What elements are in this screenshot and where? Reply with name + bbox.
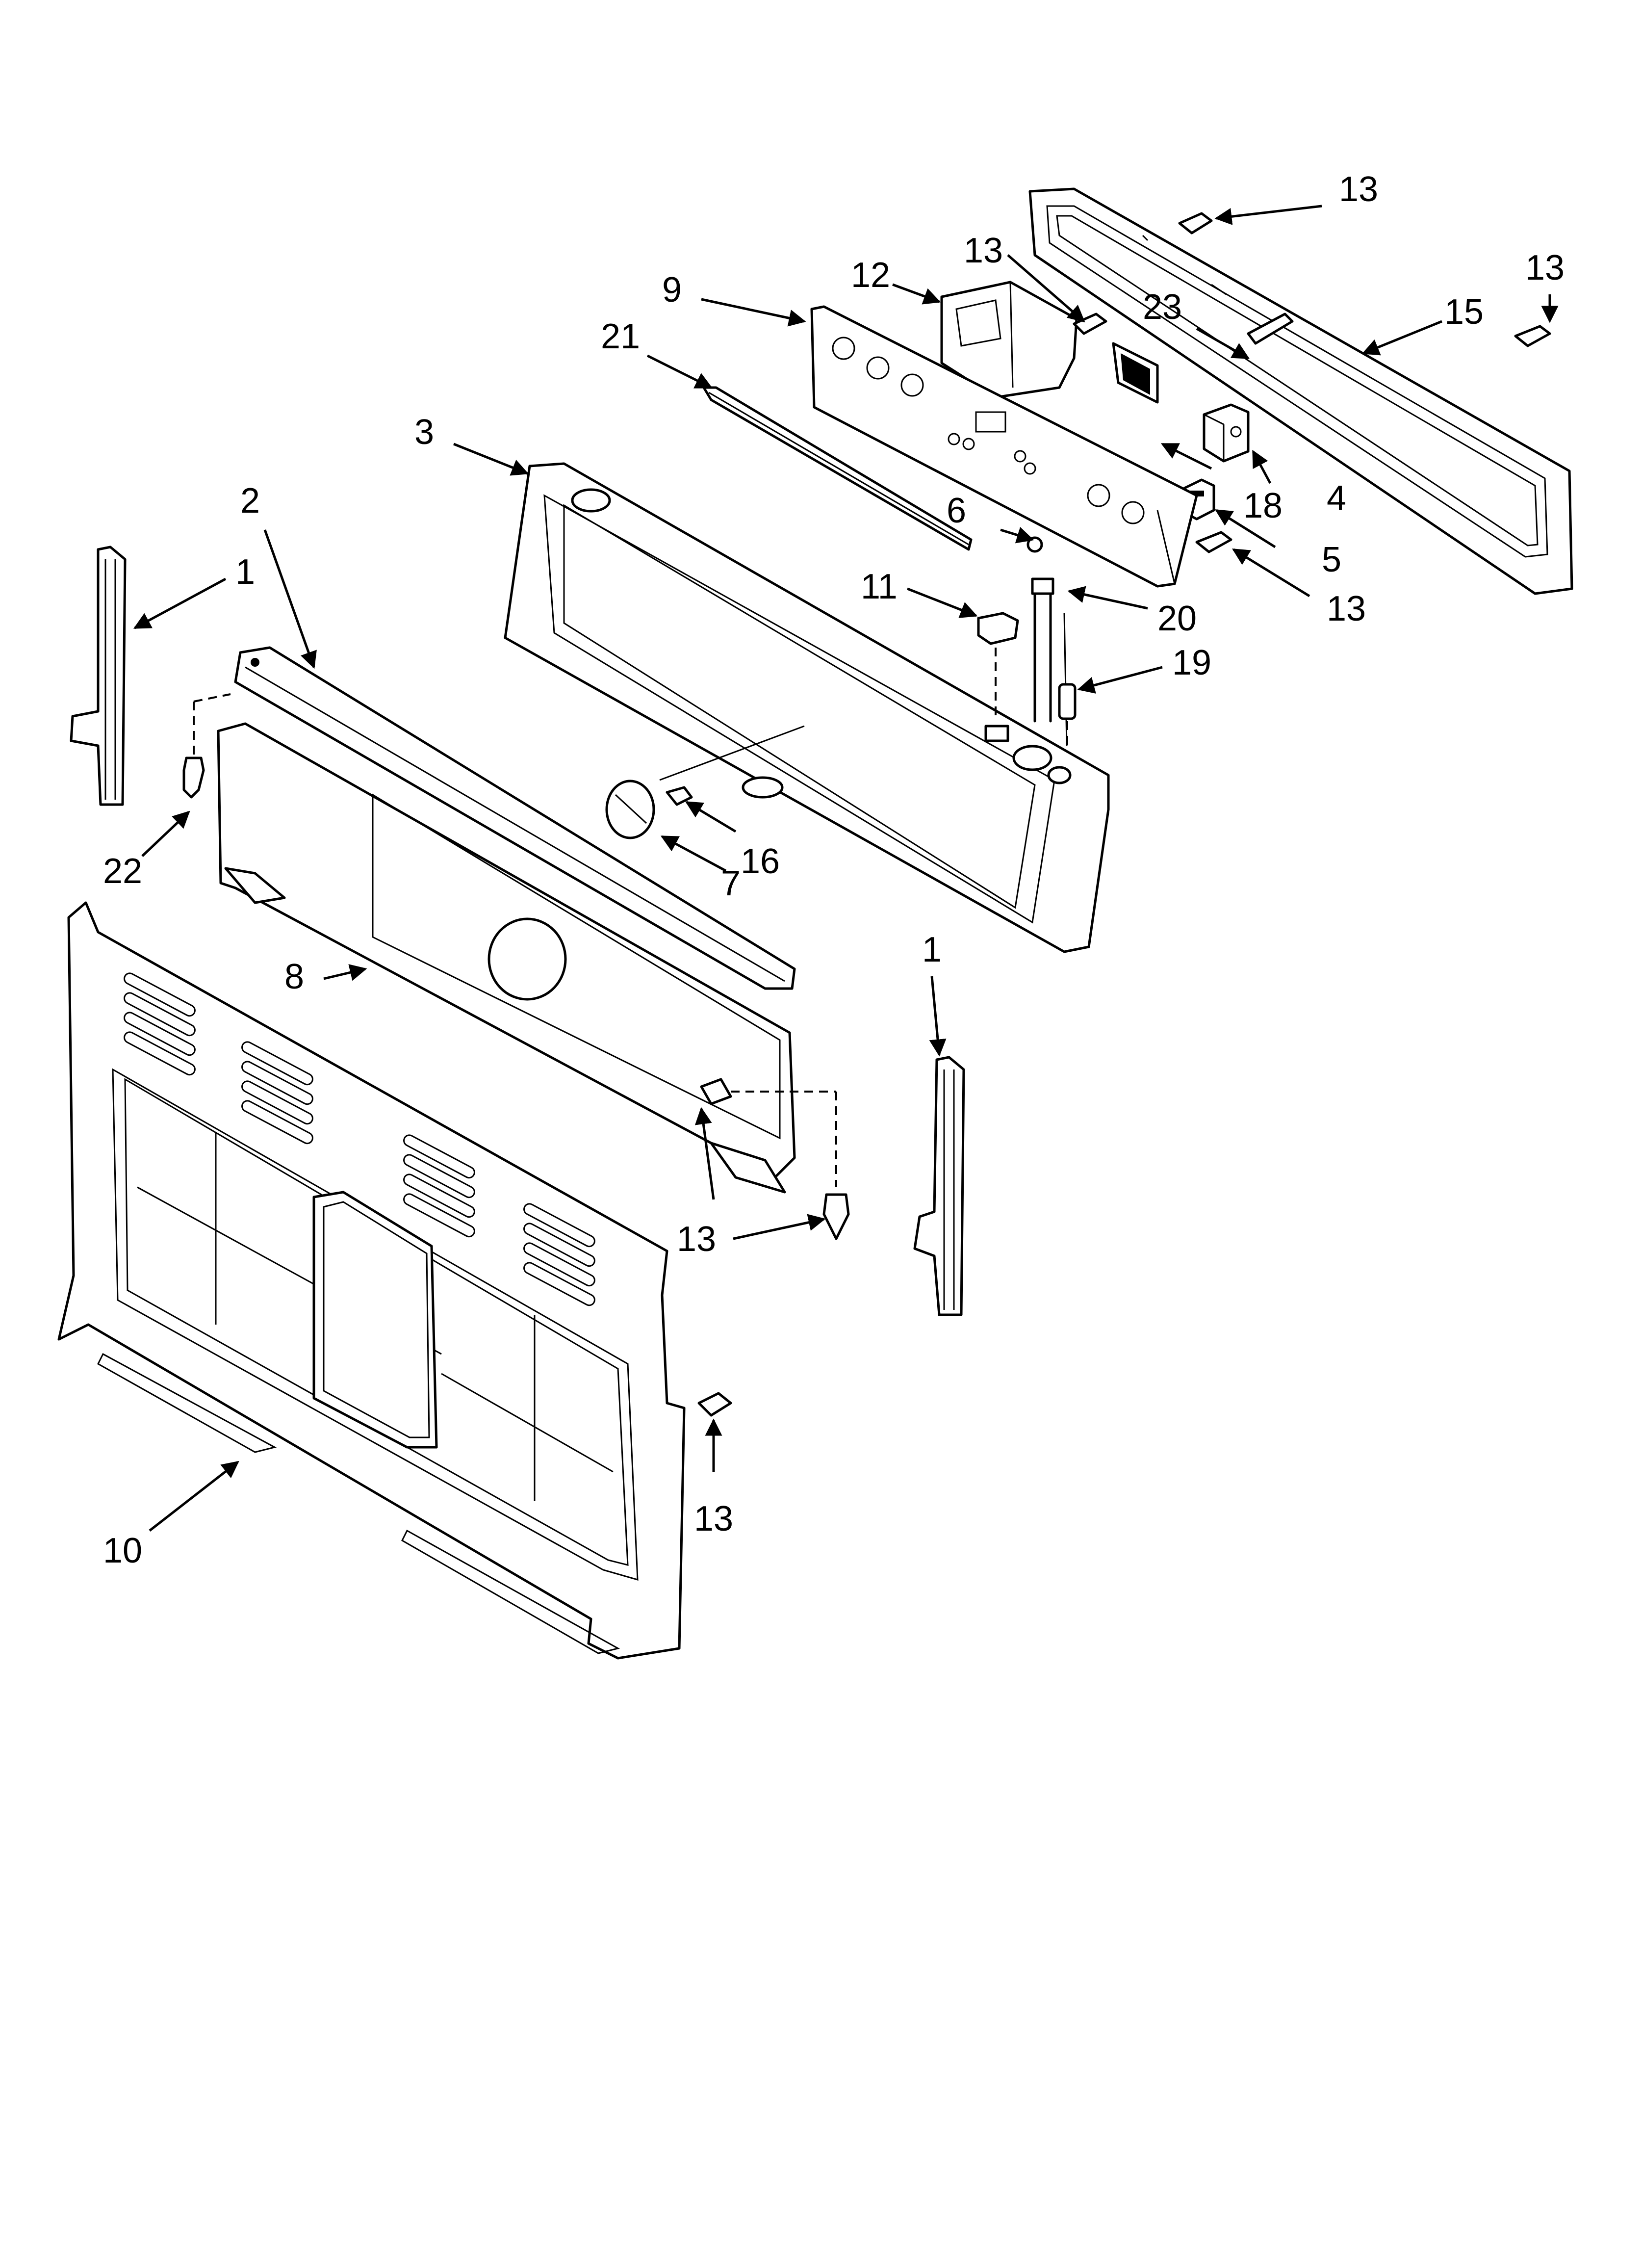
part-1-left-side-trim [70,546,127,806]
part-3-console [504,462,1110,953]
callout-13: 13 [694,1499,733,1538]
part-22-screw [182,693,231,799]
callout-16: 16 [741,842,780,881]
callout-4: 4 [1327,479,1346,518]
callout-11: 11 [861,567,898,606]
callout-8: 8 [284,957,304,996]
part-19-fitting [1058,683,1077,751]
part-10-rear-cover [57,901,686,1660]
callout-1: 1 [235,552,255,592]
callout-13: 13 [1339,170,1378,209]
callout-1: 1 [922,930,942,969]
part-13-screw-right [1514,325,1551,347]
callout-15: 15 [1444,292,1484,332]
callout-13: 13 [1525,248,1565,287]
part-1-right-side-trim [913,1056,965,1316]
part-23-clip [1247,313,1294,345]
part-18-lens [1112,342,1159,404]
callout-12: 12 [851,256,890,295]
callout-13: 13 [677,1220,716,1259]
part-4-switch [1203,403,1250,463]
callout-6: 6 [947,491,966,530]
part-8-rear-panel [217,722,796,1194]
part-13-screw-bottom [697,1392,732,1417]
part-20-assembly [1031,577,1068,746]
callout-18: 18 [1243,486,1283,525]
part-7-knob [605,725,805,839]
callout-10: 10 [103,1531,142,1570]
callout-21: 21 [601,317,640,356]
part-13-screw-display [1073,313,1107,335]
part-13-screw-mid [1195,531,1232,553]
callout-9: 9 [662,270,682,310]
callout-20: 20 [1157,599,1197,638]
part-2-support-rail [234,646,796,990]
part-9-control-panel [810,305,1198,588]
callout-3: 3 [414,413,434,452]
callout-22: 22 [103,852,142,891]
part-13-screw-lower [700,1078,837,1187]
part-16-screw [666,786,693,806]
part-13-screw-top [1178,212,1213,235]
callout-19: 19 [1172,643,1211,682]
leader-lines [133,205,1559,1532]
callout-2: 2 [240,481,260,521]
callout-23: 23 [1143,287,1182,327]
callout-13: 13 [964,231,1003,270]
callout-5: 5 [1322,540,1341,579]
part-12-electronic-control [940,281,1078,399]
part-15-rear-frame [1028,187,1573,595]
callout-7: 7 [721,864,741,903]
part-21-trim-strip [702,386,973,551]
part-13-screw-lower-2 [822,1193,850,1240]
part-11-switch [977,612,1019,721]
callout-labels: 13 13 13 12 9 21 23 15 3 2 1 4 18 6 5 13… [103,170,1565,1570]
callout-13: 13 [1327,589,1366,628]
